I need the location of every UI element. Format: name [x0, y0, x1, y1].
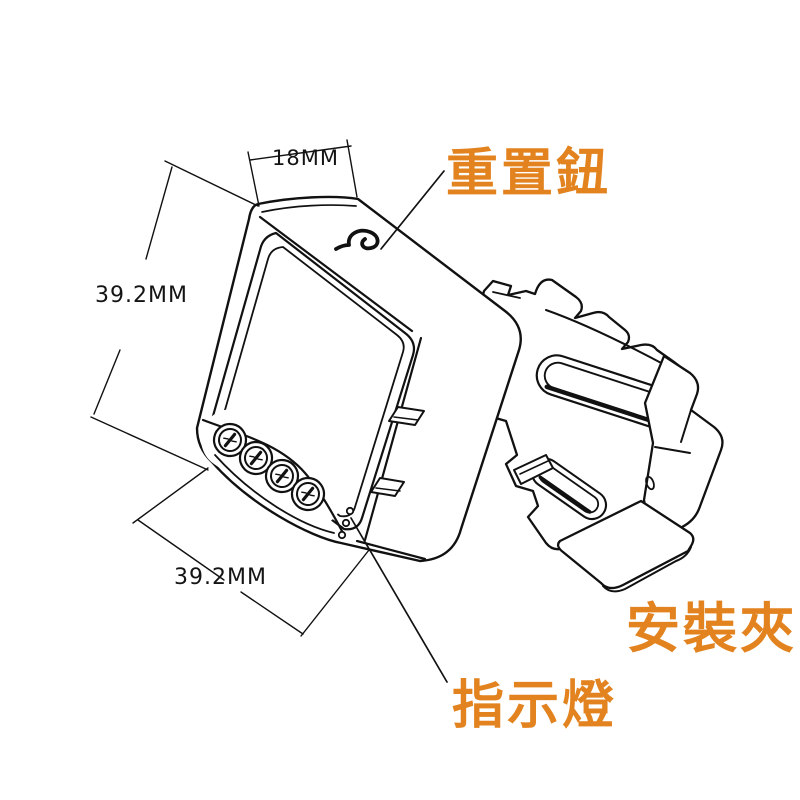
dimension-label-left: 39.2MM — [95, 283, 188, 308]
clip-foot-thickness-line — [602, 546, 692, 593]
clip-arm-crease-1 — [680, 409, 692, 443]
terminal-block — [201, 409, 345, 535]
terminal-block-lower-line — [214, 454, 335, 534]
device-top-bevel-line — [261, 204, 357, 213]
device-drawing — [195, 195, 522, 563]
leader-line-reset-button — [380, 170, 445, 250]
extension-line-left-top — [164, 160, 259, 207]
dimension-line-left-b — [93, 349, 121, 415]
dimension-annotations: 18MM 39.2MM 39.2MM — [90, 139, 370, 637]
device-outline — [195, 195, 522, 563]
front-face-border-outer — [211, 231, 416, 531]
reset-button-symbol — [334, 228, 380, 251]
mounting-clip-foot — [556, 499, 695, 590]
device-din-tab-upper — [388, 406, 425, 426]
clip-tab-detail-line — [492, 291, 521, 299]
extension-line-left-bottom — [90, 416, 209, 471]
mounting-clip-label: 安裝夾 — [626, 597, 797, 660]
indicator-light-label: 指示燈 — [452, 676, 617, 736]
dimension-label-bottom: 39.2MM — [174, 565, 267, 590]
dimension-line-left-a — [145, 166, 173, 260]
callout-labels: 重置鈕 安裝夾 指示燈 — [350, 144, 797, 736]
reset-button-label: 重置鈕 — [446, 144, 611, 204]
dimension-line-top — [249, 145, 352, 161]
device-side-fold-edge — [363, 336, 423, 542]
mounting-clip-arm — [642, 354, 724, 543]
clip-rail-fragment-line — [519, 460, 549, 475]
leader-line-indicator-light — [350, 517, 448, 683]
dimension-label-top: 18MM — [272, 146, 339, 170]
device-bottom-fold-edge — [355, 539, 427, 561]
screw-terminal-3 — [264, 458, 300, 494]
extension-line-bottom-right — [300, 549, 370, 637]
clip-teeth-fold-line — [545, 309, 666, 366]
device-din-tab-lower — [370, 477, 405, 497]
extension-line-top-right — [346, 139, 358, 198]
screw-terminal-1 — [212, 422, 248, 458]
front-face-border-inner — [221, 246, 405, 518]
mounting-clip-drawing — [467, 278, 724, 593]
screw-terminal-4 — [290, 476, 326, 512]
indicator-led-dots — [337, 506, 355, 540]
dimension-line-bottom-b — [240, 591, 304, 635]
extension-line-bottom-left — [132, 467, 209, 524]
clip-arm-crease-2 — [654, 446, 691, 454]
device-top-fold-edge — [258, 215, 414, 333]
dimension-line-bottom-a — [137, 519, 225, 581]
screw-terminal-2 — [238, 440, 274, 476]
clip-arm-pin-detail — [645, 475, 655, 491]
extension-line-top-left — [247, 151, 260, 207]
clip-rail-fragment — [513, 454, 554, 485]
